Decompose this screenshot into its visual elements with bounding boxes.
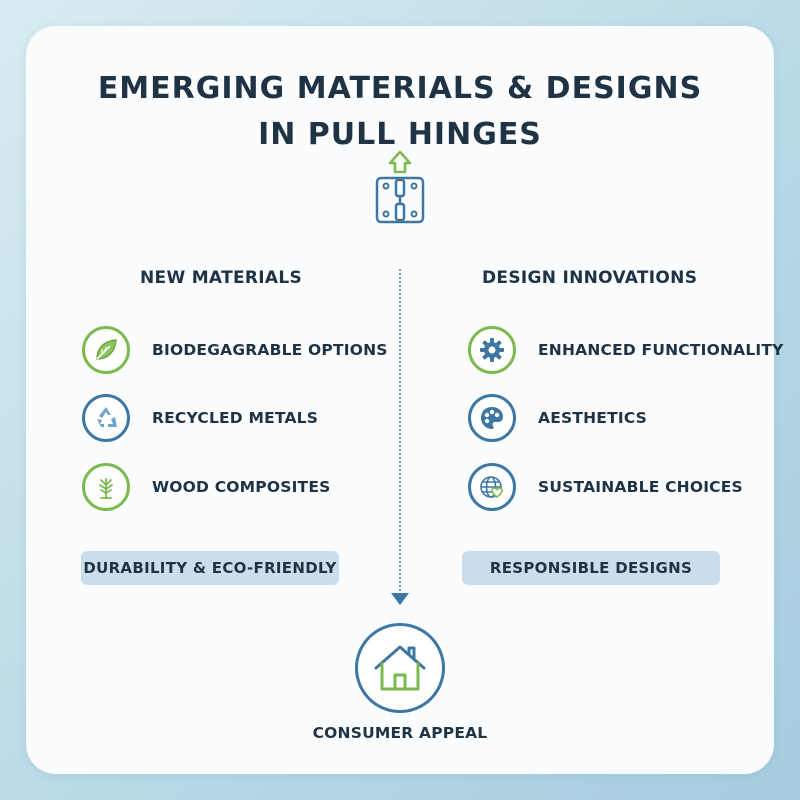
left-summary-badge: DURABILITY & ECO-FRIENDLY [81, 551, 339, 585]
list-item: RECYCLED METALS [82, 390, 318, 446]
list-item: SUSTAINABLE CHOICES [468, 459, 743, 515]
item-label: BIODEGAGRABLE OPTIONS [152, 341, 388, 359]
palette-icon [468, 394, 516, 442]
title-line-1: EMERGING MATERIALS & DESIGNS [97, 71, 703, 106]
list-item: AESTHETICS [468, 390, 647, 446]
right-column-heading: DESIGN INNOVATIONS [482, 268, 698, 288]
globe-heart-icon [468, 463, 516, 511]
left-column-heading: NEW MATERIALS [140, 268, 303, 288]
list-item: ENHANCED FUNCTIONALITY [468, 322, 784, 378]
title-line-2: IN PULL HINGES [258, 117, 542, 152]
gear-icon [468, 326, 516, 374]
house-icon [355, 623, 445, 713]
consumer-appeal-label: CONSUMER APPEAL [312, 724, 488, 742]
arrow-down-icon [391, 593, 409, 605]
list-item: BIODEGAGRABLE OPTIONS [82, 322, 388, 378]
diagram-card: EMERGING MATERIALS & DESIGNS IN PULL HIN… [26, 26, 783, 774]
list-item: WOOD COMPOSITES [82, 459, 330, 515]
item-label: RECYCLED METALS [152, 409, 319, 427]
tree-icon [82, 463, 130, 511]
leaf-icon [82, 326, 130, 374]
item-label: SUSTAINABLE CHOICES [538, 478, 743, 496]
page-title: EMERGING MATERIALS & DESIGNS IN PULL HIN… [26, 66, 774, 158]
hinge-icon [375, 150, 425, 224]
recycle-icon [82, 394, 130, 442]
item-label: ENHANCED FUNCTIONALITY [538, 341, 784, 359]
center-divider [399, 269, 401, 591]
item-label: AESTHETICS [538, 409, 648, 427]
right-summary-badge: RESPONSIBLE DESIGNS [462, 551, 720, 585]
item-label: WOOD COMPOSITES [152, 478, 331, 496]
